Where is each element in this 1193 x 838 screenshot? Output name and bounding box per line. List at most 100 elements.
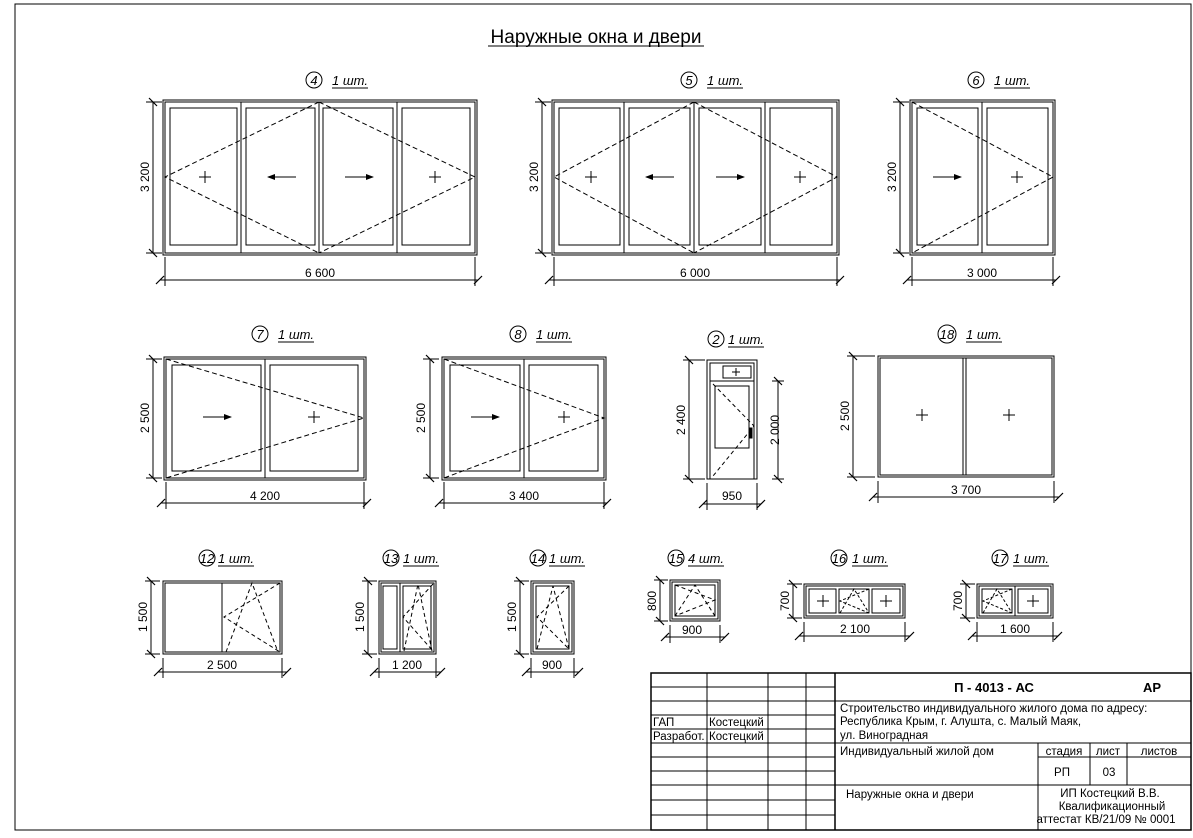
- window-14-width: 900: [542, 658, 562, 672]
- window-6-width: 3 000: [967, 266, 997, 280]
- tb-project-line-3: ул. Виноградная: [840, 730, 928, 742]
- window-5-mark: 5: [685, 73, 693, 88]
- window-17-dims: [960, 579, 1063, 642]
- window-8-width: 3 400: [509, 489, 539, 503]
- window-15-width: 900: [682, 623, 702, 637]
- window-15-height: 800: [645, 591, 659, 611]
- window-8-mark-circle: [509, 325, 527, 343]
- window-16-height: 700: [778, 591, 792, 611]
- window-5-qty: 1 шт.: [707, 73, 743, 88]
- window-16-width: 2 100: [840, 622, 870, 636]
- window-18-mark-circle: [937, 324, 957, 344]
- window-13-height: 1 500: [353, 602, 367, 632]
- window-5-dims: [535, 97, 845, 286]
- tb-code: П - 4013 - АС: [954, 680, 1034, 695]
- door-2-dims: [683, 355, 784, 510]
- tb-name-gap: Костецкий: [709, 717, 764, 729]
- window-18: [877, 355, 1055, 478]
- window-8: [441, 356, 607, 481]
- door-2: [706, 359, 758, 480]
- window-16-qty: 1 шт.: [852, 551, 888, 566]
- window-17-height: 700: [951, 591, 965, 611]
- window-4-dims: [146, 97, 483, 286]
- window-8-height: 2 500: [414, 403, 428, 433]
- window-5-width: 6 000: [680, 266, 710, 280]
- window-7-dims: [146, 354, 372, 509]
- window-12-mark: 12: [200, 551, 215, 566]
- window-7-mark: 7: [256, 327, 264, 342]
- window-12-mark-circle: [198, 549, 216, 567]
- window-7-qty: 1 шт.: [278, 327, 314, 342]
- window-12-width: 2 500: [207, 658, 237, 672]
- window-6: [909, 99, 1056, 256]
- tb-org-line-3: аттестат КВ/21/09 № 0001: [1036, 814, 1175, 826]
- window-16-mark-circle: [830, 549, 848, 567]
- window-14-mark: 14: [531, 551, 545, 566]
- window-13-dims: [362, 576, 446, 678]
- window-18-dims: [847, 351, 1064, 503]
- door-2-qty: 1 шт.: [728, 332, 764, 347]
- window-12-height: 1 500: [136, 602, 150, 632]
- window-17: [976, 583, 1054, 619]
- tb-stage-value: РП: [1054, 767, 1070, 779]
- window-4-mark-circle: [305, 71, 323, 89]
- window-12: [162, 580, 283, 655]
- tb-project-line-1: Строительство индивидуального жилого дом…: [840, 703, 1147, 715]
- door-2-height: 2 400: [674, 405, 688, 435]
- window-14-dims: [514, 576, 584, 678]
- window-4: [162, 99, 478, 256]
- window-8-dims: [423, 354, 612, 509]
- door-2-width: 950: [722, 489, 742, 503]
- window-14-height: 1 500: [505, 602, 519, 632]
- window-4-width: 6 600: [305, 266, 335, 280]
- window-17-width: 1 600: [1000, 622, 1030, 636]
- window-18-width: 3 700: [951, 483, 981, 497]
- window-4-mark: 4: [310, 73, 317, 88]
- door-2-leaf-height: 2 000: [768, 415, 782, 445]
- window-6-height: 3 200: [885, 162, 899, 192]
- sheet-frame: [14, 3, 1192, 831]
- window-7-mark-circle: [251, 325, 269, 343]
- window-16-mark: 16: [832, 551, 847, 566]
- window-13-width: 1 200: [392, 658, 422, 672]
- window-6-dims: [893, 97, 1061, 286]
- tb-project-line-2: Республика Крым, г. Алушта, с. Малый Мая…: [840, 716, 1081, 728]
- window-6-qty: 1 шт.: [994, 73, 1030, 88]
- window-13-qty: 1 шт.: [403, 551, 439, 566]
- tb-stage-label: стадия: [1046, 746, 1083, 758]
- window-14: [530, 580, 575, 655]
- window-17-mark-circle: [991, 549, 1009, 567]
- window-7-height: 2 500: [138, 403, 152, 433]
- window-17-qty: 1 шт.: [1013, 551, 1049, 566]
- window-12-dims: [145, 576, 292, 678]
- tb-org-line-2: Квалификационный: [1059, 801, 1166, 813]
- window-5-mark-circle: [680, 71, 698, 89]
- title-block: [650, 672, 1192, 831]
- window-5-height: 3 200: [527, 162, 541, 192]
- window-17-mark: 17: [993, 551, 1008, 566]
- window-13: [378, 580, 437, 655]
- window-16: [803, 583, 906, 619]
- window-8-qty: 1 шт.: [536, 327, 572, 342]
- window-7-width: 4 200: [250, 489, 280, 503]
- tb-sheets-label: листов: [1141, 746, 1178, 758]
- window-6-mark-circle: [967, 71, 985, 89]
- window-4-height: 3 200: [138, 162, 152, 192]
- tb-sheet-label: лист: [1096, 746, 1121, 758]
- window-13-mark-circle: [382, 549, 400, 567]
- tb-org-line-1: ИП Костецкий В.В.: [1060, 788, 1160, 800]
- tb-object: Индивидуальный жилой дом: [840, 746, 994, 758]
- tb-role-gap: ГАП: [653, 717, 674, 729]
- window-13-mark: 13: [384, 551, 399, 566]
- door-2-mark-circle: [707, 330, 725, 348]
- window-4-qty: 1 шт.: [332, 73, 368, 88]
- window-15-dims: [654, 575, 730, 643]
- window-15-mark: 15: [669, 551, 684, 566]
- tb-drawing-name: Наружные окна и двери: [846, 789, 974, 801]
- window-5: [551, 99, 840, 256]
- window-18-mark: 18: [940, 327, 955, 342]
- window-7: [163, 356, 367, 481]
- door-2-mark: 2: [711, 332, 720, 347]
- tb-sheet-value: 03: [1103, 767, 1116, 779]
- window-18-height: 2 500: [838, 401, 852, 431]
